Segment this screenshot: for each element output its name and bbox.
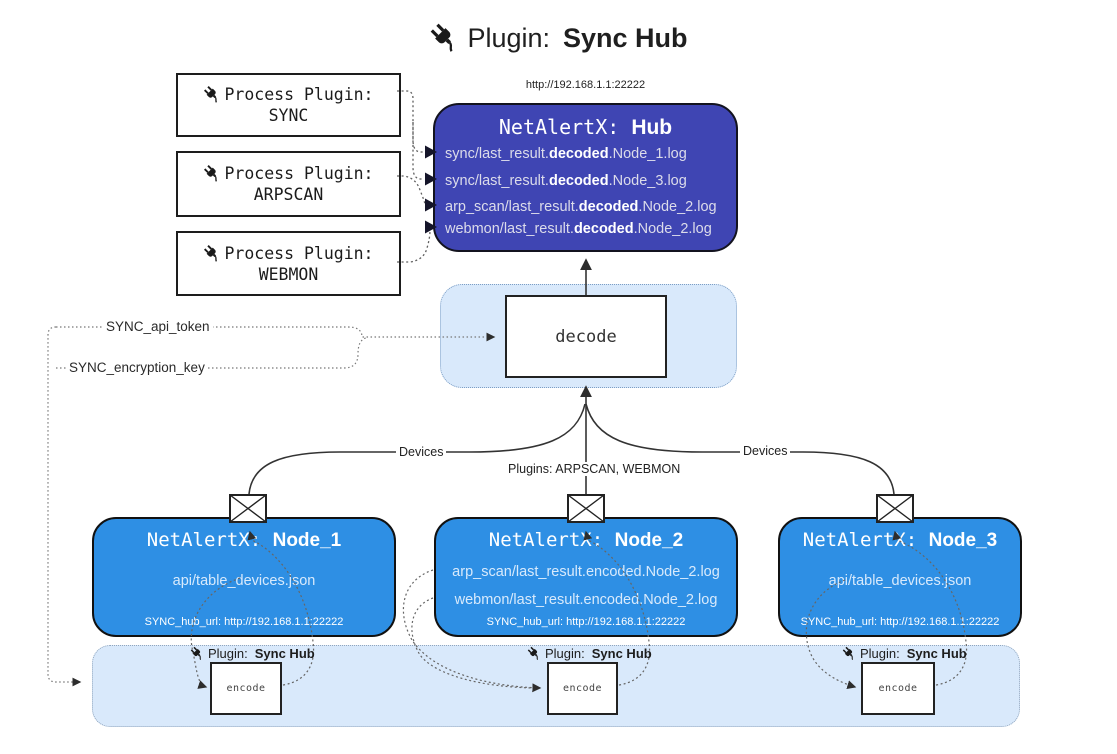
process-plugin-webmon-box: Process Plugin: WEBMON (176, 231, 401, 296)
encode-box-1: encode (210, 662, 282, 715)
process-plugin-label: Process Plugin: (224, 164, 374, 183)
hub-title: NetAlertX: Hub (498, 115, 673, 139)
hub-log-line: arp_scan/last_result.decoded.Node_2.log (445, 199, 717, 215)
hub-url-label: http://192.168.1.1:22222 (525, 79, 646, 91)
process-plugin-name: ARPSCAN (253, 185, 324, 204)
node1-file: api/table_devices.json (172, 573, 316, 589)
plugins-label-mid: Plugins: ARPSCAN, WEBMON (505, 462, 684, 476)
devices-label-left: Devices (396, 445, 447, 459)
hub-log-line: sync/last_result.decoded.Node_3.log (445, 173, 687, 189)
plug-icon (190, 646, 205, 661)
envelope-icon (229, 494, 267, 523)
encoder2-plugin-label: Plugin:Sync Hub (527, 646, 652, 661)
encoder3-plugin-label: Plugin:Sync Hub (842, 646, 967, 661)
node3-box: NetAlertX: Node_3 api/table_devices.json… (778, 517, 1022, 637)
page-title: Plugin: Sync Hub (0, 16, 1117, 60)
title-name: Sync Hub (563, 22, 688, 53)
encoder1-plugin-label: Plugin:Sync Hub (190, 646, 315, 661)
node2-file: arp_scan/last_result.encoded.Node_2.log (452, 564, 720, 580)
process-plugin-sync-box: Process Plugin: SYNC (176, 73, 401, 137)
node3-file: api/table_devices.json (828, 573, 972, 589)
plug-icon (842, 646, 857, 661)
envelope-icon (567, 494, 605, 523)
hub-log-line: sync/last_result.decoded.Node_1.log (445, 146, 687, 162)
node1-hub-url: SYNC_hub_url: http://192.168.1.1:22222 (144, 616, 344, 628)
devices-label-right: Devices (740, 444, 791, 458)
node3-title: NetAlertX: Node_3 (802, 529, 998, 551)
node2-hub-url: SYNC_hub_url: http://192.168.1.1:22222 (486, 616, 686, 628)
process-plugin-name: SYNC (268, 106, 309, 125)
sync-encryption-key-label: SYNC_encryption_key (66, 360, 208, 375)
node2-title: NetAlertX: Node_2 (488, 529, 684, 551)
process-plugin-label: Process Plugin: (224, 243, 374, 263)
plug-icon (203, 85, 222, 104)
node1-box: NetAlertX: Node_1 api/table_devices.json… (92, 517, 396, 637)
envelope-icon (876, 494, 914, 523)
plug-icon (429, 22, 461, 54)
node2-file: webmon/last_result.encoded.Node_2.log (454, 592, 718, 608)
node3-hub-url: SYNC_hub_url: http://192.168.1.1:22222 (800, 616, 1000, 628)
decode-box: decode (505, 295, 667, 378)
title-prefix: Plugin: (467, 22, 551, 53)
encode-box-2: encode (547, 662, 618, 715)
encode-box-3: encode (861, 662, 935, 715)
hub-log-line: webmon/last_result.decoded.Node_2.log (445, 221, 712, 237)
plug-icon (203, 164, 222, 183)
node1-title: NetAlertX: Node_1 (146, 529, 342, 551)
hub-box: NetAlertX: Hub sync/last_result.decoded.… (433, 103, 738, 252)
process-plugin-arpscan-box: Process Plugin: ARPSCAN (176, 151, 401, 217)
plug-icon (527, 646, 542, 661)
process-plugin-name: WEBMON (258, 264, 319, 284)
plug-icon (203, 244, 222, 263)
process-plugin-label: Process Plugin: (224, 85, 374, 104)
node2-box: NetAlertX: Node_2 arp_scan/last_result.e… (434, 517, 738, 637)
sync-api-token-label: SYNC_api_token (103, 319, 213, 334)
